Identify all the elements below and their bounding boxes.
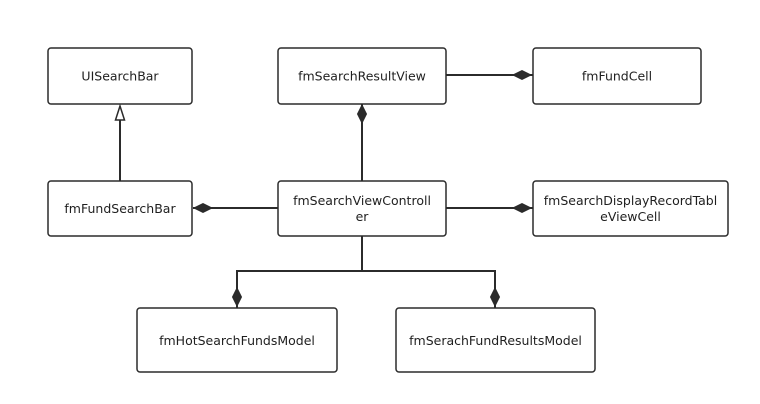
composition-diamond-icon [231, 286, 243, 308]
composition-diamond-icon [511, 202, 533, 214]
class-box-fmsearchviewcontroller[interactable]: fmSearchViewControll er [277, 180, 447, 237]
class-name: fmFundSearchBar [64, 201, 176, 216]
class-name-line-1: fmSearchViewControll [293, 193, 431, 208]
class-name: fmSerachFundResultsModel [409, 333, 582, 348]
composition-diamond-icon [192, 202, 214, 214]
class-box-fmsearchresultview[interactable]: fmSearchResultView [277, 47, 447, 105]
composition-diamond-icon [356, 103, 368, 125]
class-name-line-2: er [356, 209, 370, 224]
class-name: fmHotSearchFundsModel [159, 333, 315, 348]
class-box-fmhotsearchfundsmodel[interactable]: fmHotSearchFundsModel [136, 307, 338, 373]
class-name: fmSearchResultView [298, 69, 426, 84]
composition-diamond-icon [511, 69, 533, 81]
edges [114, 69, 533, 308]
class-box-fmsearchdisplayrecordtableviewcell[interactable]: fmSearchDisplayRecordTabl eViewCell [532, 180, 729, 237]
class-name-line-1: fmSearchDisplayRecordTabl [544, 193, 717, 208]
class-box-fmfundsearchbar[interactable]: fmFundSearchBar [47, 180, 193, 237]
class-box-fmfundcell[interactable]: fmFundCell [532, 47, 702, 105]
class-box-uisearchbar[interactable]: UISearchBar [47, 47, 193, 105]
edge-models-bus [236, 270, 496, 308]
class-name-line-2: eViewCell [600, 209, 661, 224]
inheritance-arrow-icon [114, 103, 126, 121]
composition-diamond-icon [489, 286, 501, 308]
class-box-fmserachfundresultsmodel[interactable]: fmSerachFundResultsModel [395, 307, 596, 373]
class-name: UISearchBar [81, 69, 159, 84]
class-name: fmFundCell [582, 69, 652, 84]
